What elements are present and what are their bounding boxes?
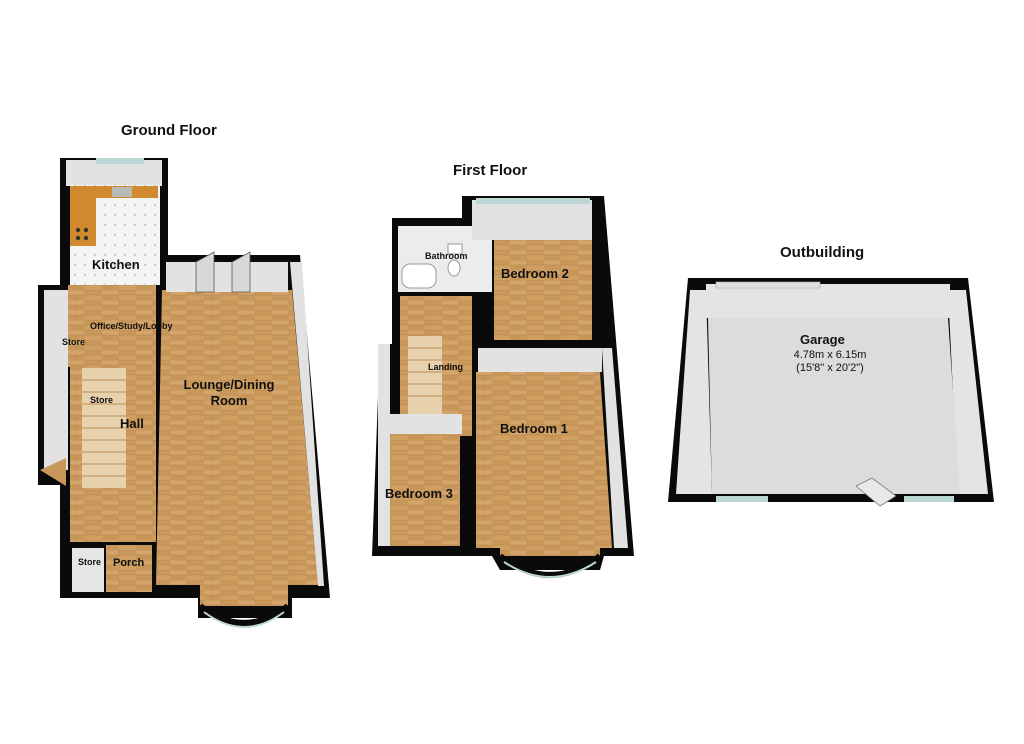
bedroom2-wall-face [472, 200, 592, 240]
landing-stair-treads [408, 347, 442, 397]
store-door-wedge [40, 458, 66, 486]
kitchen-wall-face [66, 160, 162, 186]
bedroom2-window [476, 198, 590, 204]
stair-treads [82, 379, 126, 477]
toilet [447, 259, 461, 277]
bedroom1-right-wall-face [602, 348, 628, 548]
porch-label: Porch [113, 557, 145, 569]
lounge-wall-face [166, 262, 288, 292]
store-porch-floor [72, 548, 104, 592]
lounge-bay-window [198, 603, 290, 626]
kitchen-label: Kitchen [92, 257, 140, 272]
bath-tub [401, 263, 437, 289]
landing-stairs [408, 336, 442, 414]
store-strip-face [44, 290, 68, 470]
garage-floor [708, 318, 960, 494]
left-wall-face [378, 344, 390, 546]
store-hall-label: Store [90, 395, 114, 405]
garage-back-wall-face [706, 284, 950, 318]
porch-floor [106, 545, 152, 592]
garage-imperial-dims: (15'8" x 20'2") [796, 362, 864, 374]
bedroom1-floor [476, 372, 612, 556]
lounge-label-line1: Lounge/Dining [183, 377, 275, 392]
store-upper-label: Store [62, 337, 86, 347]
bedroom2-label: Bedroom 2 [501, 266, 569, 281]
garage-door [855, 477, 897, 507]
kitchen-window [96, 158, 144, 164]
garage-label: Garage [800, 332, 845, 347]
lounge-floor [156, 290, 318, 606]
office-floor [68, 285, 156, 367]
bedroom1-wall-face [478, 348, 602, 372]
french-door-right [231, 251, 251, 293]
store-porch-label: Store [78, 557, 102, 567]
outbuilding-title: Outbuilding [780, 244, 865, 261]
first-floor-title: First Floor [453, 162, 528, 179]
bedroom2-floor [494, 240, 592, 340]
landing-label: Landing [428, 362, 463, 372]
hob-burner [75, 235, 81, 241]
garage-left-wall-face [676, 290, 712, 494]
garage-right-wall-face [948, 290, 988, 494]
kitchen-sink [112, 187, 132, 197]
hob-burner [75, 227, 81, 233]
kitchen-counter-left [70, 186, 96, 246]
bedroom3-wall-face [380, 414, 462, 434]
lounge-label-line2: Room [210, 393, 248, 408]
ground-floor-title: Ground Floor [121, 122, 217, 139]
bedroom1-bay-glass [503, 561, 597, 578]
lounge-bay-glass [203, 611, 285, 628]
hall-label: Hall [120, 416, 144, 431]
bedroom1-bay-window [498, 553, 602, 578]
lounge-right-wall-face [290, 262, 324, 586]
garage-metric-dims: 4.78m x 6.15m [793, 349, 867, 361]
french-door-left [195, 251, 215, 293]
bedroom3-label: Bedroom 3 [385, 486, 453, 501]
bathroom-label: Bathroom [425, 251, 468, 261]
ground-floor-plan [38, 158, 330, 628]
bedroom1-label: Bedroom 1 [500, 421, 568, 436]
hob-burner [83, 227, 89, 233]
garage-bottom-window-left [716, 496, 768, 502]
bedroom3-floor [390, 434, 460, 546]
hob-burner [83, 235, 89, 241]
garage-bottom-window-right [904, 496, 954, 502]
office-label: Office/Study/Lobby [90, 321, 173, 331]
first-floor-plan [372, 196, 634, 578]
basin [447, 243, 463, 255]
outbuilding-plan [668, 278, 994, 507]
garage-top-window [715, 281, 821, 289]
